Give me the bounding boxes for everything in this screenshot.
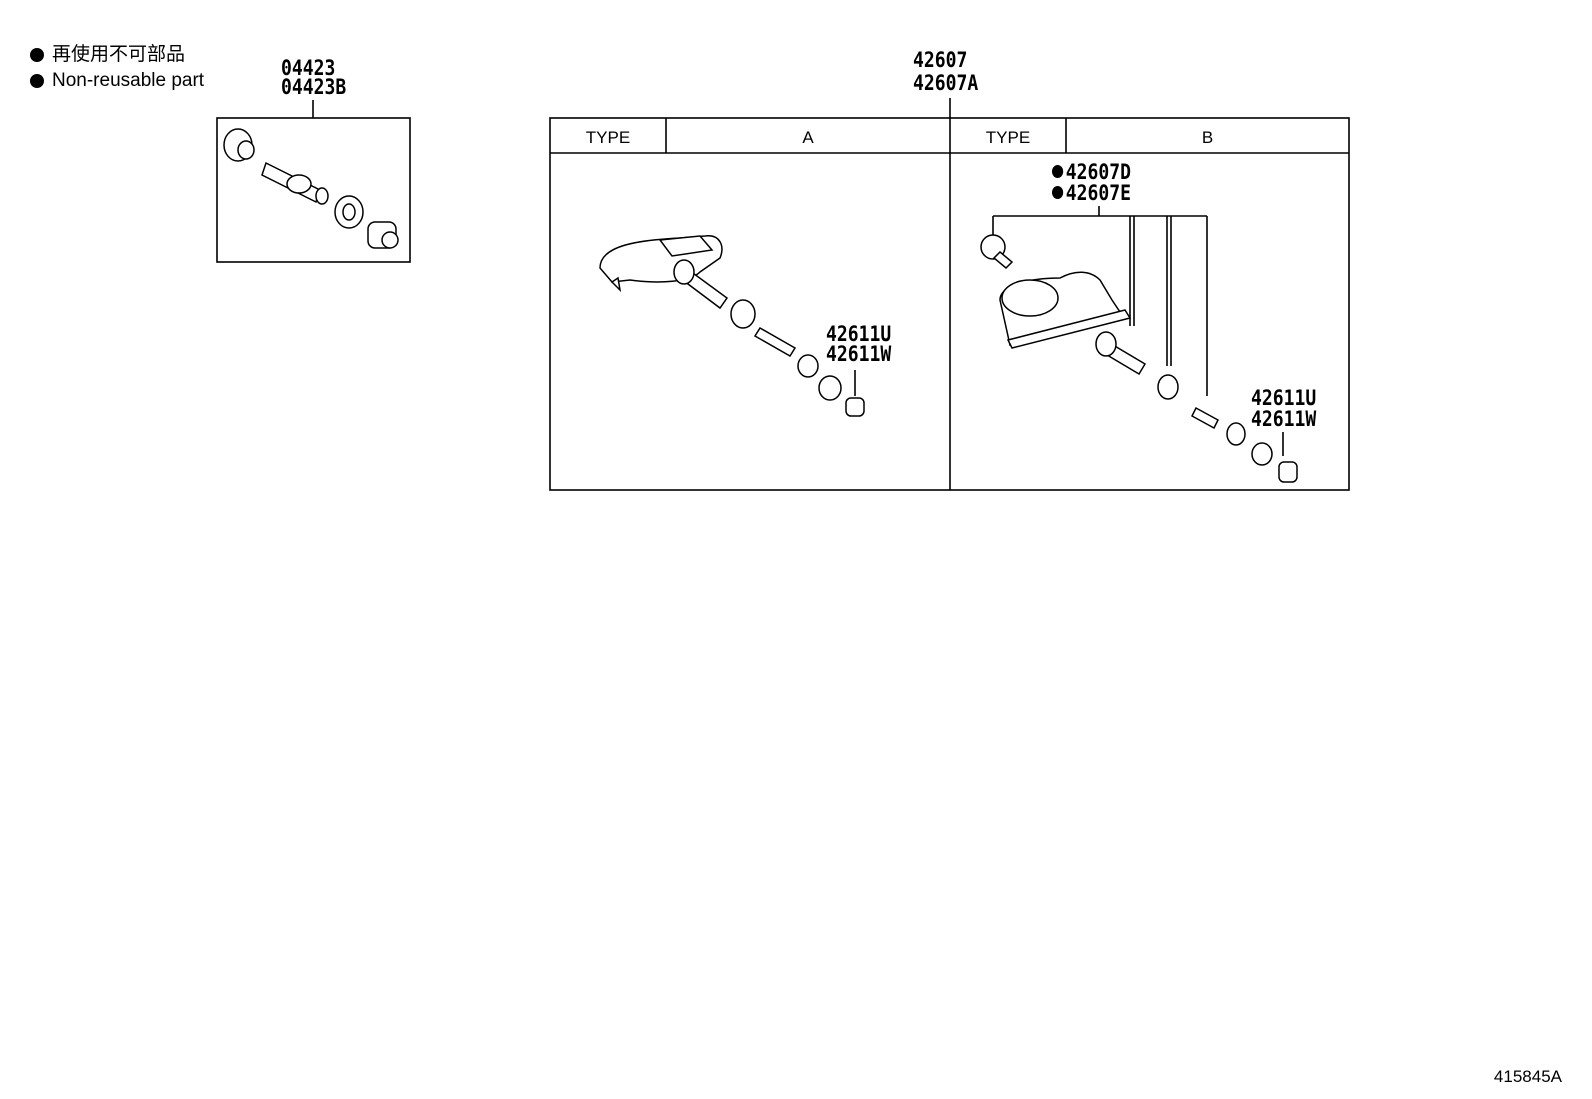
type-b-sensor-parts — [980, 234, 1298, 483]
part-code-type-a-valve[interactable]: 42611W — [826, 342, 892, 366]
black-circle-icon — [30, 48, 44, 62]
type-a-sensor-parts — [599, 235, 865, 417]
type-b-header-label: TYPE — [985, 128, 1031, 147]
legend-text-english: Non-reusable part — [52, 70, 205, 91]
legend-text-japanese: 再使用不可部品 — [52, 44, 186, 65]
part-code-sensor-assembly[interactable]: 42607A — [913, 71, 979, 95]
part-code-sensor-assembly[interactable]: 42607 — [913, 48, 968, 72]
part-code-type-b-sensor[interactable]: 42607D — [1052, 162, 1131, 183]
part-code-valve-kit[interactable]: 04423B — [281, 75, 347, 99]
legend: 再使用不可部品 Non-reusable part — [30, 42, 204, 94]
part-code-type-b-sensor[interactable]: 42607E — [1052, 183, 1131, 204]
type-a-header-label: TYPE — [585, 128, 631, 147]
part-code-valve-kit[interactable]: 04423 — [281, 56, 336, 80]
type-a-label: A — [802, 128, 814, 147]
black-circle-icon — [30, 74, 44, 88]
non-reusable-icon — [1052, 165, 1064, 178]
non-reusable-icon — [1052, 186, 1064, 199]
part-code-text: 42607E — [1065, 181, 1131, 205]
legend-row-japanese: 再使用不可部品 — [30, 42, 204, 68]
figure-id: 415845A — [1493, 1067, 1562, 1086]
part-code-type-b-valve[interactable]: 42611U — [1251, 386, 1317, 410]
valve-kit-parts — [223, 128, 399, 249]
legend-row-english: Non-reusable part — [30, 68, 204, 94]
part-code-text: 42607D — [1065, 160, 1131, 184]
part-code-type-a-valve[interactable]: 42611U — [826, 322, 892, 346]
type-b-label: B — [1201, 128, 1214, 147]
part-code-type-b-valve[interactable]: 42611W — [1251, 407, 1317, 431]
